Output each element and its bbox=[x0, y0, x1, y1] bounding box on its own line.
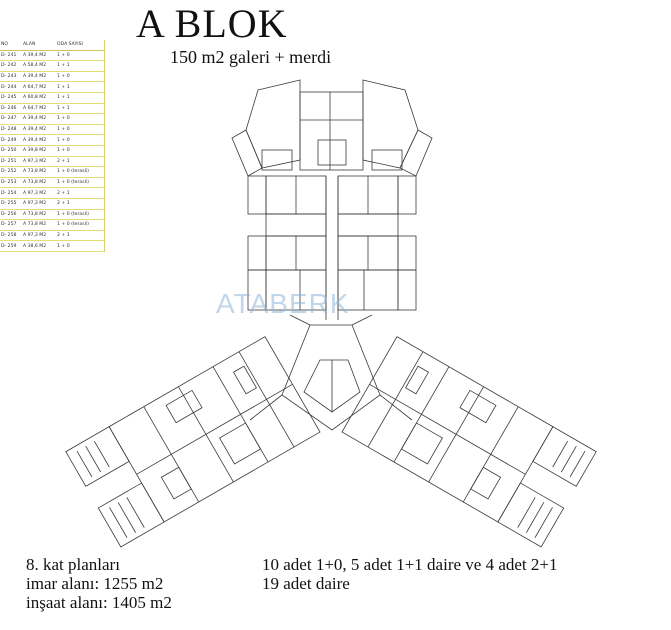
table-cell: 1 + 0 bbox=[57, 243, 70, 249]
table-cell: D- 255 bbox=[1, 201, 17, 207]
floor-label: 8. kat planları bbox=[26, 555, 120, 574]
table-row: D- 241 A 39,4 M2 1 + 0 bbox=[0, 51, 104, 62]
table-cell: D- 249 bbox=[1, 137, 17, 143]
table-cell: 1 + 1 bbox=[57, 95, 70, 101]
table-row: D- 245 A 60,8 M2 1 + 1 bbox=[0, 93, 104, 104]
north-wing bbox=[231, 79, 433, 320]
table-cell: 1 + 1 bbox=[57, 63, 70, 69]
table-cell: A 97,3 M2 bbox=[23, 158, 47, 164]
table-row: D- 248 A 39,4 M2 1 + 0 bbox=[0, 125, 104, 136]
page-subtitle: 150 m2 galeri + merdi bbox=[170, 47, 332, 67]
table-cell: A 97,3 M2 bbox=[23, 201, 47, 207]
unit-summary: 10 adet 1+0, 5 adet 1+1 daire ve 4 adet … bbox=[262, 555, 558, 574]
table-cell: 1 + 0 (terasli) bbox=[57, 211, 89, 217]
table-cell: D- 252 bbox=[1, 169, 17, 175]
table-cell: A 39,4 M2 bbox=[23, 116, 47, 122]
table-cell: A 97,3 M2 bbox=[23, 190, 47, 196]
table-cell: 2 + 1 bbox=[57, 201, 70, 207]
table-cell: 1 + 0 bbox=[57, 52, 70, 58]
table-cell: 1 + 0 bbox=[57, 137, 70, 143]
column-header: ALAN bbox=[23, 42, 36, 48]
south-west-wing bbox=[65, 336, 321, 548]
table-cell: 1 + 0 (terasli) bbox=[57, 180, 89, 186]
table-row: D- 243 A 39,4 M2 1 + 0 bbox=[0, 72, 104, 83]
table-row: D- 247 A 39,4 M2 1 + 0 bbox=[0, 114, 104, 125]
table-cell: D- 246 bbox=[1, 105, 17, 111]
table-row: D- 251 A 97,3 M2 2 + 1 bbox=[0, 157, 104, 168]
table-cell: D- 251 bbox=[1, 158, 17, 164]
table-cell: 1 + 0 (terasli) bbox=[57, 222, 89, 228]
table-cell: 2 + 1 bbox=[57, 158, 70, 164]
south-east-wing bbox=[341, 336, 597, 548]
table-cell: 1 + 1 bbox=[57, 105, 70, 111]
table-cell: D- 242 bbox=[1, 63, 17, 69]
page-title: A BLOK bbox=[136, 1, 288, 46]
table-row: D- 242 A 58,4 M2 1 + 1 bbox=[0, 61, 104, 72]
table-row: D- 257 A 73,8 M2 1 + 0 (terasli) bbox=[0, 220, 104, 231]
table-row: D- 253 A 73,8 M2 1 + 0 (terasli) bbox=[0, 178, 104, 189]
table-cell: 2 + 1 bbox=[57, 190, 70, 196]
watermark: ATABERK bbox=[216, 288, 350, 319]
table-row: D- 249 A 39,4 M2 1 + 0 bbox=[0, 135, 104, 146]
central-hub bbox=[281, 324, 381, 431]
table-cell: 1 + 1 bbox=[57, 84, 70, 90]
table-cell: D- 253 bbox=[1, 180, 17, 186]
construction-area: inşaat alanı: 1405 m2 bbox=[26, 593, 172, 612]
table-row: D- 252 A 73,8 M2 1 + 0 (terasli) bbox=[0, 167, 104, 178]
table-cell: D- 259 bbox=[1, 243, 17, 249]
column-header: NO bbox=[1, 42, 9, 48]
table-cell: A 64,7 M2 bbox=[23, 105, 47, 111]
table-row: D- 256 A 73,8 M2 1 + 0 (terasli) bbox=[0, 210, 104, 221]
table-cell: D- 256 bbox=[1, 211, 17, 217]
table-cell: A 38,6 M2 bbox=[23, 243, 47, 249]
table-cell: A 73,8 M2 bbox=[23, 222, 47, 228]
table-row: D- 244 A 64,7 M2 1 + 1 bbox=[0, 82, 104, 93]
table-cell: D- 258 bbox=[1, 232, 17, 238]
table-row: D- 258 A 97,3 M2 2 + 1 bbox=[0, 231, 104, 242]
table-cell: 1 + 0 (terasli) bbox=[57, 169, 89, 175]
table-cell: D- 241 bbox=[1, 52, 17, 58]
table-cell: 1 + 0 bbox=[57, 74, 70, 80]
table-row: D- 250 A 39,8 M2 1 + 0 bbox=[0, 146, 104, 157]
table-cell: A 64,7 M2 bbox=[23, 84, 47, 90]
table-cell: D- 243 bbox=[1, 74, 17, 80]
table-cell: A 39,4 M2 bbox=[23, 137, 47, 143]
table-cell: D- 250 bbox=[1, 148, 17, 154]
table-cell: D- 254 bbox=[1, 190, 17, 196]
table-cell: D- 257 bbox=[1, 222, 17, 228]
column-header: ODA SAYISI bbox=[57, 42, 83, 48]
table-header-row: NO ALAN ODA SAYISI bbox=[0, 40, 104, 51]
table-cell: D- 248 bbox=[1, 127, 17, 133]
table-row: D- 255 A 97,3 M2 2 + 1 bbox=[0, 199, 104, 210]
table-cell: 2 + 1 bbox=[57, 232, 70, 238]
table-cell: A 73,8 M2 bbox=[23, 169, 47, 175]
table-cell: D- 247 bbox=[1, 116, 17, 122]
table-cell: 1 + 0 bbox=[57, 116, 70, 122]
table-body: D- 241 A 39,4 M2 1 + 0 D- 242 A 58,4 M2 1 + 1… bbox=[0, 51, 104, 252]
table-cell: A 39,8 M2 bbox=[23, 148, 47, 154]
table-row: D- 259 A 38,6 M2 1 + 0 bbox=[0, 241, 104, 252]
table-cell: 1 + 0 bbox=[57, 148, 70, 154]
table-cell: A 97,3 M2 bbox=[23, 232, 47, 238]
table-row: D- 246 A 64,7 M2 1 + 1 bbox=[0, 104, 104, 115]
table-cell: 1 + 0 bbox=[57, 127, 70, 133]
table-cell: A 73,8 M2 bbox=[23, 211, 47, 217]
table-row: D- 254 A 97,3 M2 2 + 1 bbox=[0, 188, 104, 199]
table-cell: A 60,8 M2 bbox=[23, 95, 47, 101]
table-cell: D- 244 bbox=[1, 84, 17, 90]
table-cell: A 73,8 M2 bbox=[23, 180, 47, 186]
table-cell: A 58,4 M2 bbox=[23, 63, 47, 69]
table-cell: A 39,4 M2 bbox=[23, 127, 47, 133]
unit-total: 19 adet daire bbox=[262, 574, 350, 593]
table-cell: A 39,4 M2 bbox=[23, 52, 47, 58]
table-cell: D- 245 bbox=[1, 95, 17, 101]
zoning-area: imar alanı: 1255 m2 bbox=[26, 574, 164, 593]
table-cell: A 39,4 M2 bbox=[23, 74, 47, 80]
